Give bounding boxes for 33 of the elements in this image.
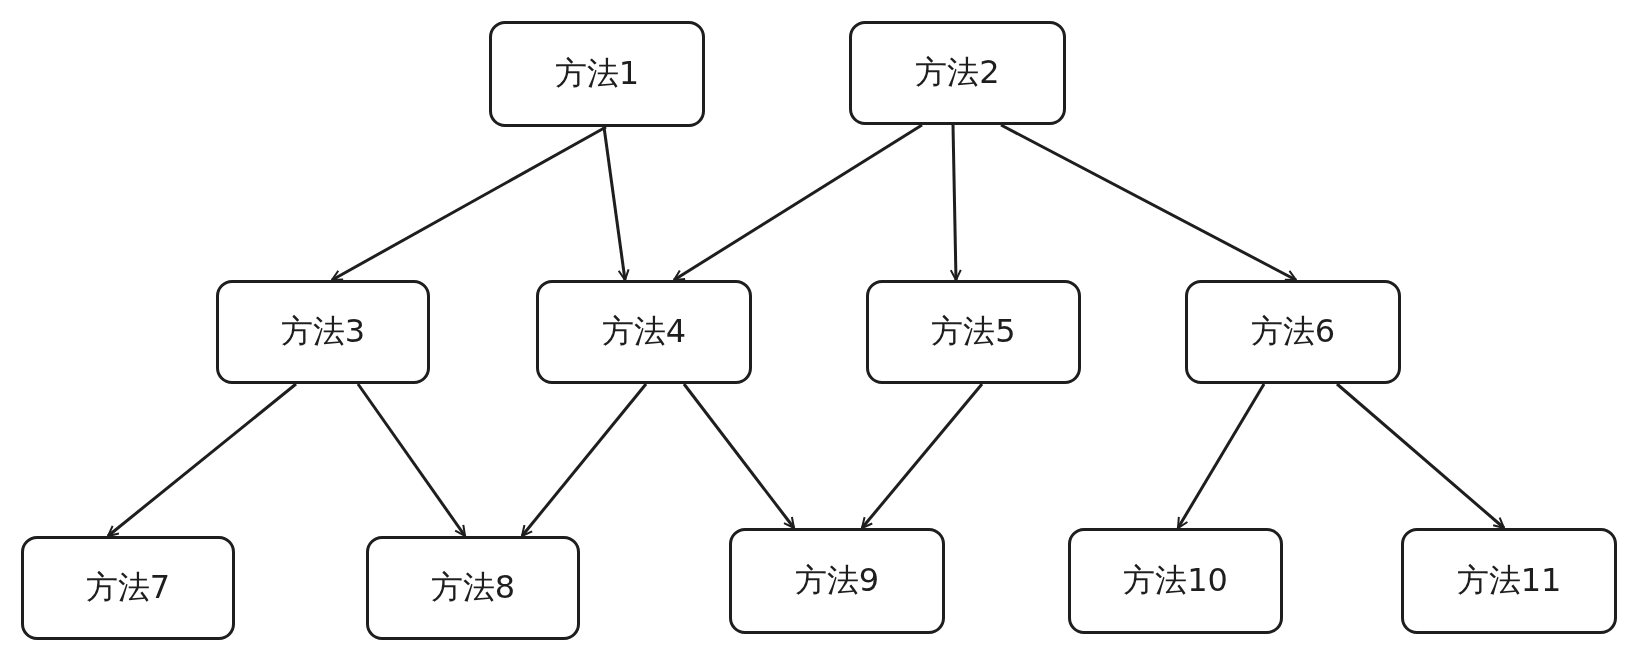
arrow: [356, 383, 467, 537]
arrow: [949, 124, 962, 281]
box-label: 方法11: [1456, 560, 1562, 601]
box-label: 方法7: [85, 567, 171, 608]
method-box: [729, 528, 945, 634]
box-label: 方法9: [794, 560, 880, 601]
box-label: 方法1: [554, 53, 640, 94]
arrow: [682, 383, 796, 529]
box-label: 方法10: [1123, 560, 1228, 601]
box-label: 方法4: [601, 311, 687, 352]
method-box: [866, 280, 1081, 384]
arrow: [860, 383, 984, 529]
method-box: [1068, 528, 1283, 634]
method-box: [21, 536, 235, 640]
arrow: [1336, 382, 1505, 530]
method-box: [216, 280, 430, 384]
method-box: [1401, 528, 1617, 634]
arrow: [1000, 123, 1297, 282]
method-box: [1185, 280, 1401, 384]
arrow: [673, 123, 923, 282]
box-label: 方法3: [280, 311, 366, 352]
arrow: [1176, 383, 1266, 529]
method-box: [366, 536, 580, 640]
box-label: 方法6: [1250, 311, 1336, 352]
box-label: 方法8: [430, 567, 516, 608]
method-box: [536, 280, 752, 384]
box-label: 方法2: [915, 52, 1000, 93]
method-box: [849, 21, 1066, 125]
arrow: [520, 383, 648, 537]
arrow: [107, 382, 297, 538]
method-box: [489, 21, 705, 127]
arrow: [602, 126, 630, 281]
box-label: 方法5: [931, 311, 1016, 352]
